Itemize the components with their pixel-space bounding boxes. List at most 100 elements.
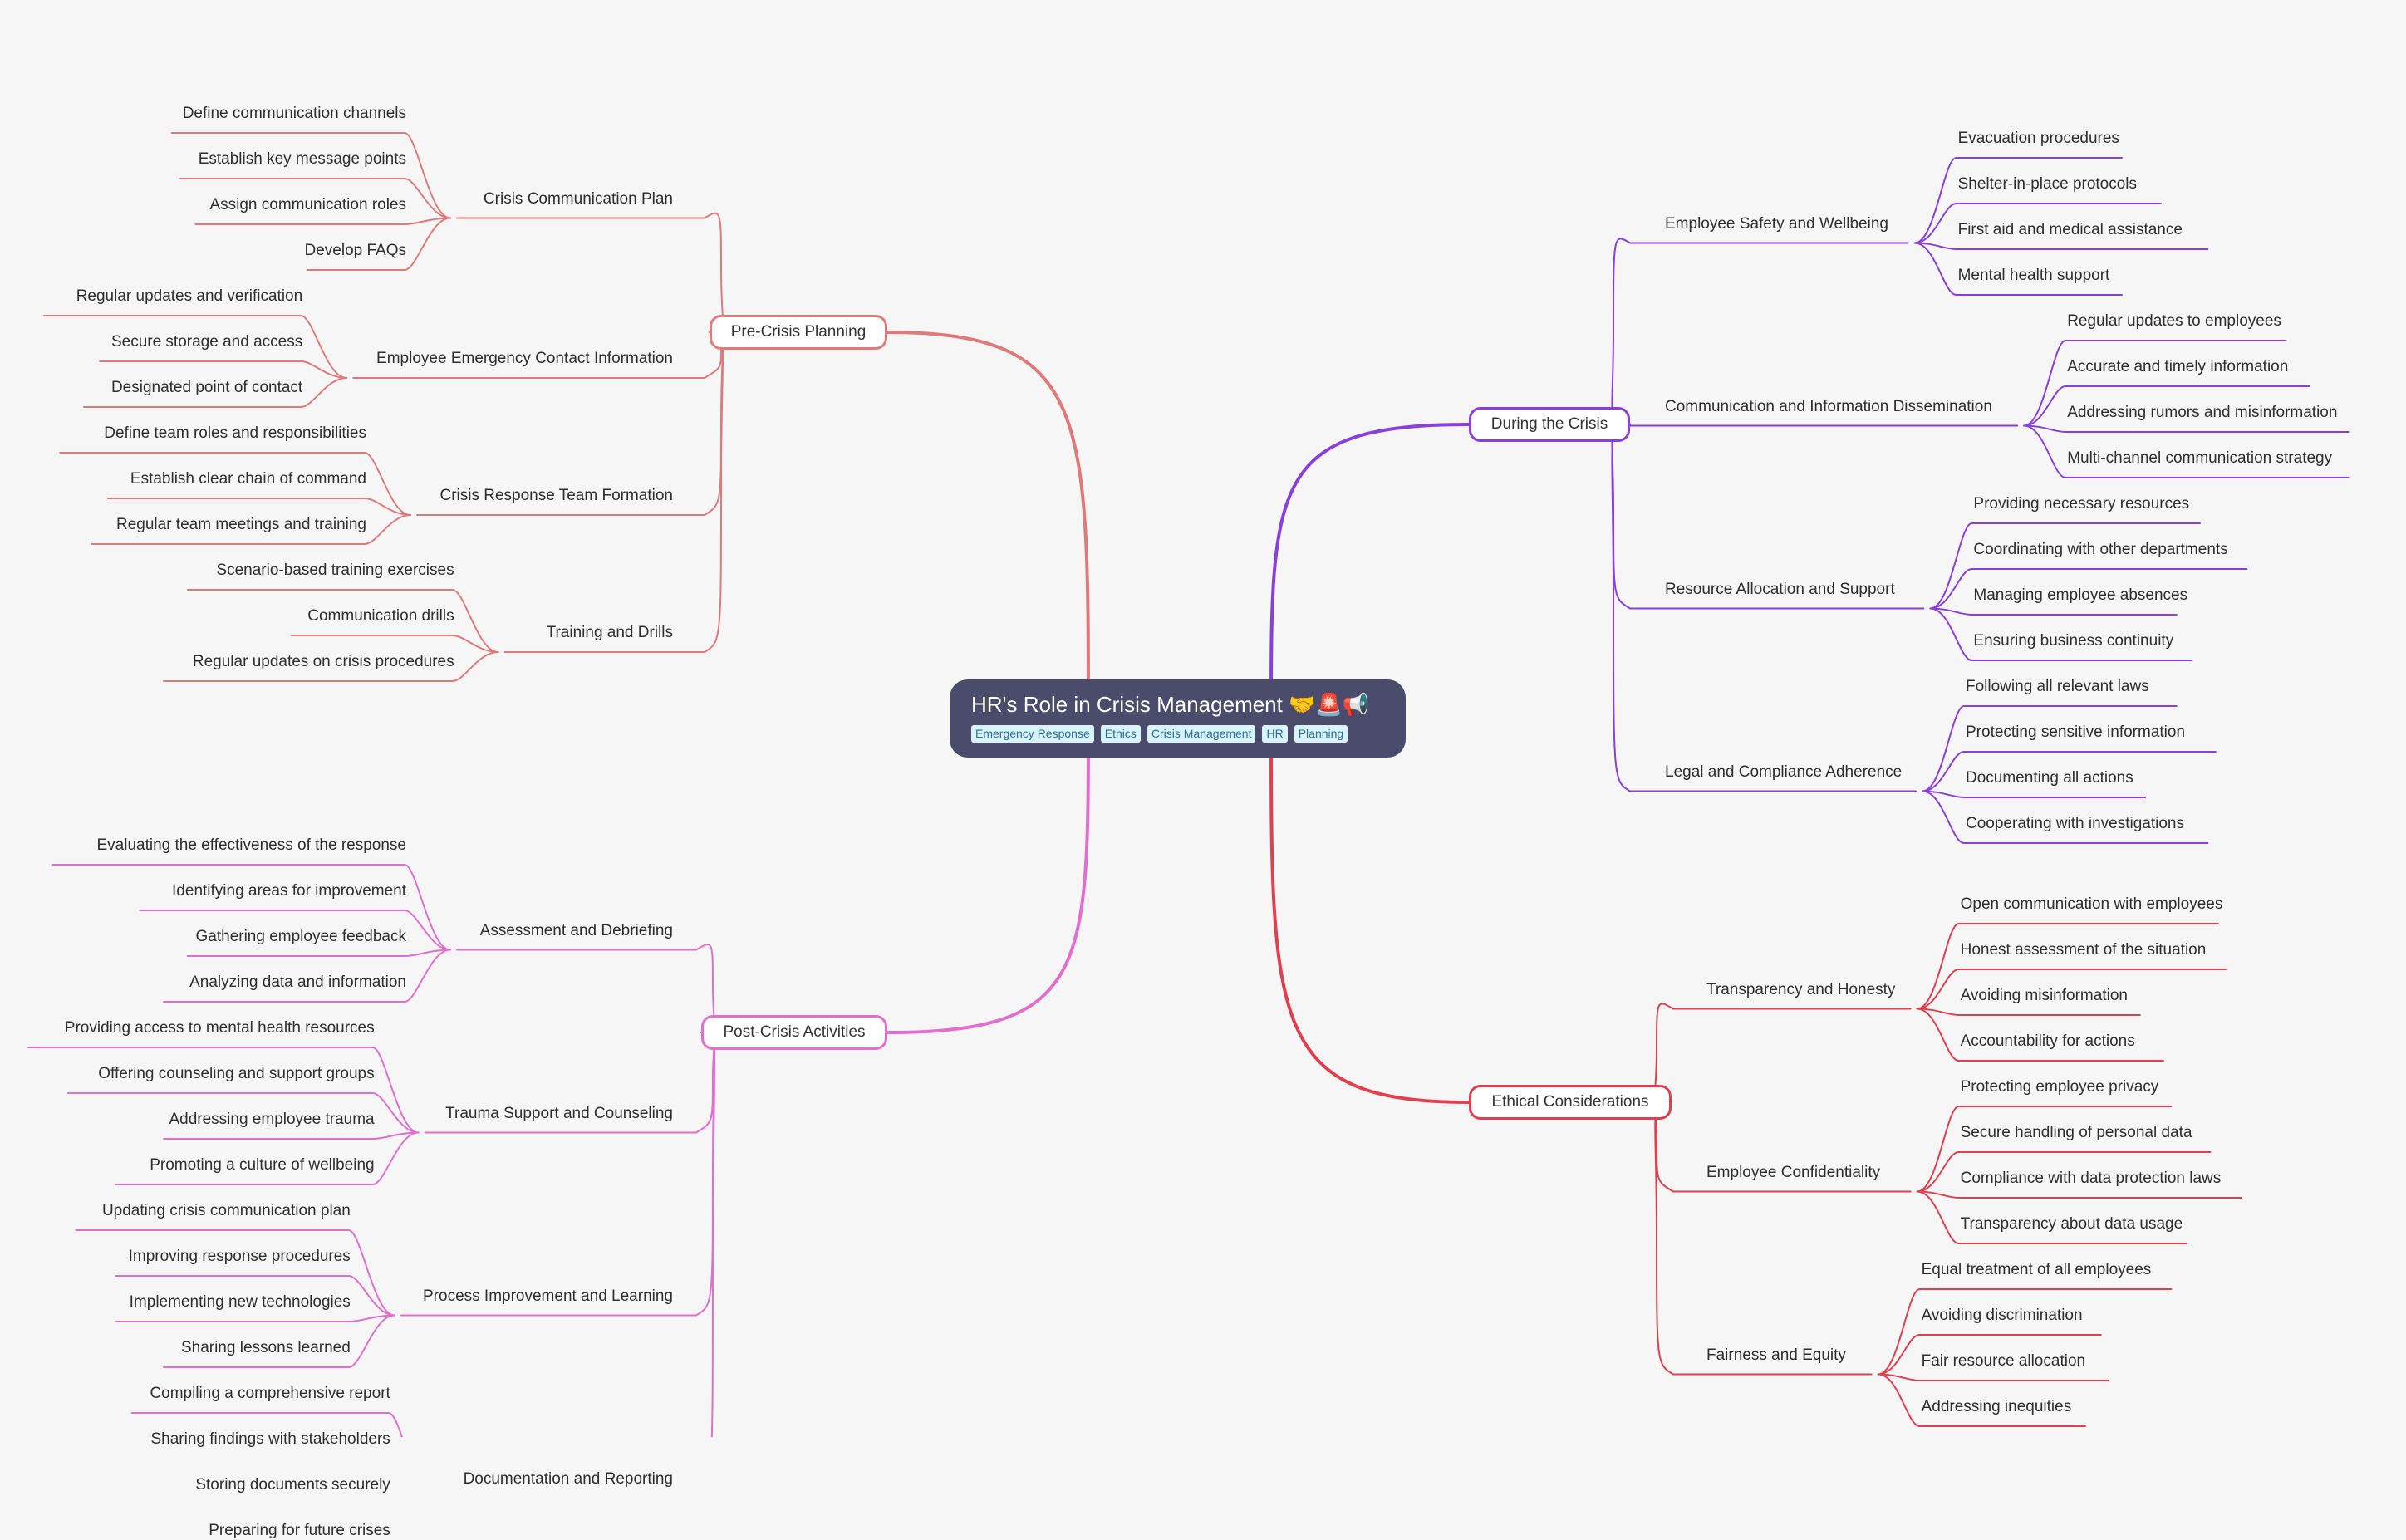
- leaf-node[interactable]: Multi-channel communication strategy: [2067, 449, 2333, 467]
- leaf-node[interactable]: Shelter-in-place protocols: [1957, 175, 2138, 193]
- leaf-node[interactable]: Ensuring business continuity: [1973, 632, 2174, 650]
- leaf-node[interactable]: Promoting a culture of wellbeing: [150, 1156, 375, 1174]
- leaf-connector: [1916, 1008, 2164, 1062]
- leaf-connector: [163, 1131, 420, 1140]
- leaf-node[interactable]: Identifying areas for improvement: [172, 882, 406, 900]
- leaf-connector: [1916, 1008, 2141, 1016]
- leaf-node[interactable]: Accurate and timely information: [2067, 358, 2289, 375]
- tag[interactable]: HR: [1262, 725, 1288, 743]
- leaf-node[interactable]: Sharing findings with stakeholders: [150, 1430, 390, 1448]
- child-node-resource-allocation-and-support[interactable]: Resource Allocation and Support: [1665, 580, 1895, 598]
- leaf-node[interactable]: Compliance with data protection laws: [1960, 1170, 2222, 1187]
- leaf-node[interactable]: Evacuation procedures: [1957, 130, 2119, 147]
- leaf-node[interactable]: Accountability for actions: [1960, 1032, 2135, 1050]
- leaf-node[interactable]: Define communication channels: [182, 105, 406, 122]
- leaf-node[interactable]: Define team roles and responsibilities: [104, 424, 366, 442]
- child-node-assessment-and-debriefing[interactable]: Assessment and Debriefing: [479, 921, 673, 939]
- child-node-communication-and-information-dissemination[interactable]: Communication and Information Disseminat…: [1665, 397, 1992, 415]
- leaf-node[interactable]: Coordinating with other departments: [1973, 541, 2228, 558]
- leaf-node[interactable]: Addressing rumors and misinformation: [2067, 404, 2338, 421]
- branch-post-crisis-activities[interactable]: Post-Crisis Activities: [701, 1015, 887, 1050]
- leaf-node[interactable]: Storing documents securely: [195, 1476, 390, 1493]
- leaf-connector: [1877, 1373, 2110, 1381]
- leaf-connector: [106, 498, 411, 516]
- leaf-node[interactable]: Develop FAQs: [304, 242, 407, 259]
- leaf-node[interactable]: Regular team meetings and training: [115, 516, 366, 533]
- child-node-fairness-and-equity[interactable]: Fairness and Equity: [1706, 1346, 1846, 1364]
- leaf-node[interactable]: Sharing lessons learned: [180, 1339, 351, 1356]
- leaf-connector: [1913, 157, 2123, 244]
- root-connector: [886, 331, 1090, 720]
- leaf-connector: [186, 589, 499, 653]
- leaf-node[interactable]: Documenting all actions: [1966, 769, 2133, 787]
- leaf-node[interactable]: Equal treatment of all employees: [1921, 1261, 2152, 1278]
- child-node-transparency-and-honesty[interactable]: Transparency and Honesty: [1706, 980, 1896, 998]
- leaf-node[interactable]: Protecting sensitive information: [1966, 723, 2186, 741]
- root-node[interactable]: HR's Role in Crisis Management 🤝🚨📢 Emerg…: [950, 679, 1406, 758]
- leaf-node[interactable]: Transparency about data usage: [1960, 1215, 2183, 1233]
- leaf-node[interactable]: Assign communication roles: [209, 196, 406, 213]
- tag[interactable]: Ethics: [1100, 725, 1141, 743]
- leaf-node[interactable]: Addressing employee trauma: [169, 1111, 375, 1128]
- child-node-crisis-response-team-formation[interactable]: Crisis Response Team Formation: [439, 487, 673, 504]
- child-node-process-improvement-and-learning[interactable]: Process Improvement and Learning: [423, 1287, 673, 1305]
- child-node-employee-confidentiality[interactable]: Employee Confidentiality: [1706, 1163, 1881, 1181]
- leaf-node[interactable]: Updating crisis communication plan: [101, 1202, 351, 1219]
- leaf-node[interactable]: Analyzing data and information: [189, 974, 406, 991]
- root-tags: Emergency Response Ethics Crisis Managem…: [971, 725, 1384, 743]
- leaf-node[interactable]: Improving response procedures: [128, 1248, 351, 1265]
- leaf-connector: [170, 132, 451, 219]
- leaf-node[interactable]: Evaluating the effectiveness of the resp…: [96, 836, 406, 854]
- leaf-node[interactable]: Regular updates on crisis procedures: [192, 653, 454, 670]
- leaf-node[interactable]: Open communication with employees: [1960, 895, 2223, 913]
- leaf-node[interactable]: Compiling a comprehensive report: [150, 1385, 390, 1402]
- leaf-node[interactable]: Secure storage and access: [110, 333, 303, 351]
- leaf-node[interactable]: Providing necessary resources: [1973, 495, 2190, 513]
- tag[interactable]: Planning: [1294, 725, 1348, 743]
- leaf-node[interactable]: Avoiding discrimination: [1921, 1307, 2083, 1324]
- child-node-employee-safety-and-wellbeing[interactable]: Employee Safety and Wellbeing: [1665, 214, 1888, 233]
- child-node-crisis-communication-plan[interactable]: Crisis Communication Plan: [483, 189, 673, 208]
- leaf-node[interactable]: Honest assessment of the situation: [1960, 941, 2207, 959]
- leaf-node[interactable]: Implementing new technologies: [129, 1293, 351, 1311]
- tag[interactable]: Crisis Management: [1147, 725, 1256, 743]
- branch-connector: [1611, 424, 1631, 792]
- branch-connector: [1654, 1101, 1674, 1376]
- leaf-node[interactable]: Designated point of contact: [110, 379, 303, 396]
- leaf-node[interactable]: First aid and medical assistance: [1957, 221, 2183, 238]
- child-node-trauma-support-and-counseling[interactable]: Trauma Support and Counseling: [445, 1104, 673, 1122]
- leaf-node[interactable]: Addressing inequities: [1921, 1398, 2072, 1415]
- leaf-node[interactable]: Mental health support: [1957, 267, 2110, 284]
- leaf-node[interactable]: Scenario-based training exercises: [216, 562, 454, 579]
- leaf-node[interactable]: Offering counseling and support groups: [98, 1065, 375, 1082]
- leaf-node[interactable]: Following all relevant laws: [1966, 678, 2149, 695]
- leaf-node[interactable]: Cooperating with investigations: [1966, 815, 2184, 832]
- leaf-node[interactable]: Fair resource allocation: [1921, 1352, 2086, 1370]
- leaf-node[interactable]: Communication drills: [307, 607, 454, 625]
- mind-map-connectors: [27, 132, 2350, 1437]
- leaf-node[interactable]: Gathering employee feedback: [195, 928, 407, 945]
- leaf-connector: [1922, 751, 2217, 792]
- leaf-node[interactable]: Avoiding misinformation: [1960, 987, 2128, 1004]
- leaf-connector: [2023, 424, 2350, 433]
- tag[interactable]: Emergency Response: [971, 725, 1094, 743]
- leaf-connector: [115, 1131, 420, 1185]
- leaf-node[interactable]: Preparing for future crises: [209, 1522, 390, 1539]
- leaf-connector: [115, 1314, 395, 1322]
- child-node-employee-emergency-contact-information[interactable]: Employee Emergency Contact Information: [376, 350, 673, 367]
- branch-pre-crisis-planning[interactable]: Pre-Crisis Planning: [710, 315, 887, 350]
- leaf-node[interactable]: Managing employee absences: [1973, 586, 2188, 604]
- leaf-node[interactable]: Regular updates and verification: [76, 287, 303, 305]
- leaf-node[interactable]: Establish clear chain of command: [130, 470, 366, 488]
- branch-during-the-crisis[interactable]: During the Crisis: [1469, 407, 1630, 442]
- leaf-node[interactable]: Protecting employee privacy: [1960, 1078, 2159, 1096]
- child-node-legal-and-compliance-adherence[interactable]: Legal and Compliance Adherence: [1665, 763, 1903, 781]
- child-node-documentation-and-reporting[interactable]: Documentation and Reporting: [463, 1469, 673, 1488]
- leaf-connector: [1913, 203, 2162, 244]
- branch-ethical-considerations[interactable]: Ethical Considerations: [1469, 1085, 1672, 1120]
- leaf-node[interactable]: Providing access to mental health resour…: [64, 1019, 375, 1037]
- leaf-node[interactable]: Establish key message points: [198, 150, 406, 168]
- child-node-training-and-drills[interactable]: Training and Drills: [546, 624, 673, 641]
- leaf-node[interactable]: Secure handling of personal data: [1960, 1124, 2192, 1141]
- leaf-node[interactable]: Regular updates to employees: [2067, 312, 2281, 330]
